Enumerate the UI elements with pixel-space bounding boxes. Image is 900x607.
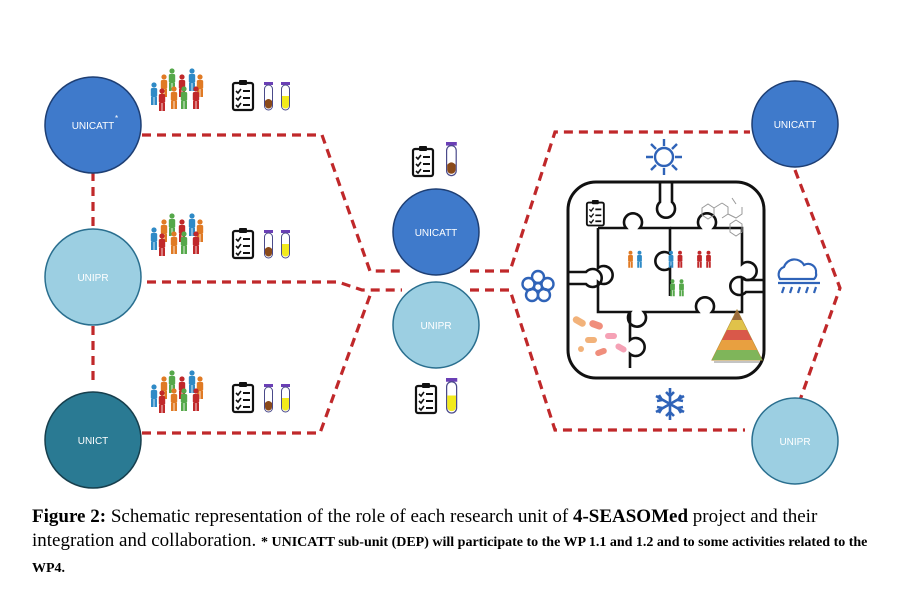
puzzle-panel: [566, 180, 766, 380]
people-group-icon: [151, 213, 203, 256]
node-label: UNIPR: [77, 273, 108, 284]
link-center-right-top: [470, 130, 750, 273]
link-unicatt-center: [142, 133, 402, 273]
test-tube-icon: [280, 229, 291, 259]
link-unipr-center: [147, 280, 402, 292]
clipboard-checklist-icon: [585, 199, 605, 227]
node-center-unicatt: UNICATT: [392, 188, 480, 276]
node-center-unipr: UNIPR: [392, 281, 480, 369]
test-tube-icon: [445, 377, 458, 414]
node-label: UNICATT: [415, 228, 458, 239]
test-tube-icon: [263, 229, 274, 259]
node-label: UNIPR: [420, 321, 451, 332]
node-label: UNICATT: [72, 121, 115, 132]
test-tube-icon: [280, 81, 291, 111]
test-tube-icon: [280, 383, 291, 413]
snowflake-icon: [655, 388, 685, 420]
clipboard-checklist-icon: [231, 380, 255, 414]
node-label: UNIPR: [779, 437, 810, 448]
caption-text-1: Schematic representation of the role of …: [106, 506, 573, 527]
food-pyramid-icon: [711, 308, 763, 363]
test-tube-icon: [263, 81, 274, 111]
node-label: UNICT: [78, 436, 109, 447]
node-right-unicatt: UNICATT: [751, 80, 839, 168]
clipboard-checklist-icon: [231, 78, 255, 112]
connection-lines: [91, 130, 842, 435]
people-group-icon: [151, 370, 203, 413]
caption-project: 4-SEASOMed: [572, 506, 689, 527]
rain-cloud-icon: [777, 258, 820, 294]
node-left-unict: UNICT: [44, 391, 142, 489]
footnote-marker: *: [115, 114, 118, 123]
clipboard-checklist-icon: [414, 381, 438, 415]
node-left-unipr: UNIPR: [44, 228, 142, 326]
node-label: UNICATT: [774, 120, 817, 131]
node-left-unicatt: UNICATT *: [44, 76, 142, 174]
caption-note: * UNICATT sub-unit (DEP) will participat…: [32, 535, 868, 576]
people-group-icon: [151, 68, 203, 111]
molecule-icon: [701, 197, 743, 237]
caption-text-2: project and their integration and collab…: [32, 506, 818, 551]
research-units-diagram: UNICATT * UNIPR UNICT UNICATT UNIPR UNIC…: [44, 0, 842, 489]
link-unict-center: [142, 289, 374, 435]
clipboard-checklist-icon: [231, 226, 255, 260]
figure-caption: Figure 2: Schematic representation of th…: [32, 505, 882, 581]
node-right-unipr: UNIPR: [751, 397, 839, 485]
bacteria-icon: [572, 316, 627, 357]
sun-icon: [646, 139, 682, 175]
clipboard-checklist-icon: [411, 144, 435, 178]
link-center-right-bottom: [470, 288, 745, 432]
puzzle-icon: [568, 182, 764, 368]
test-tube-icon: [445, 141, 458, 177]
flower-icon: [521, 269, 555, 303]
caption-lead: Figure 2:: [32, 506, 107, 527]
link-right-side: [793, 169, 842, 401]
test-tube-icon: [263, 383, 274, 413]
